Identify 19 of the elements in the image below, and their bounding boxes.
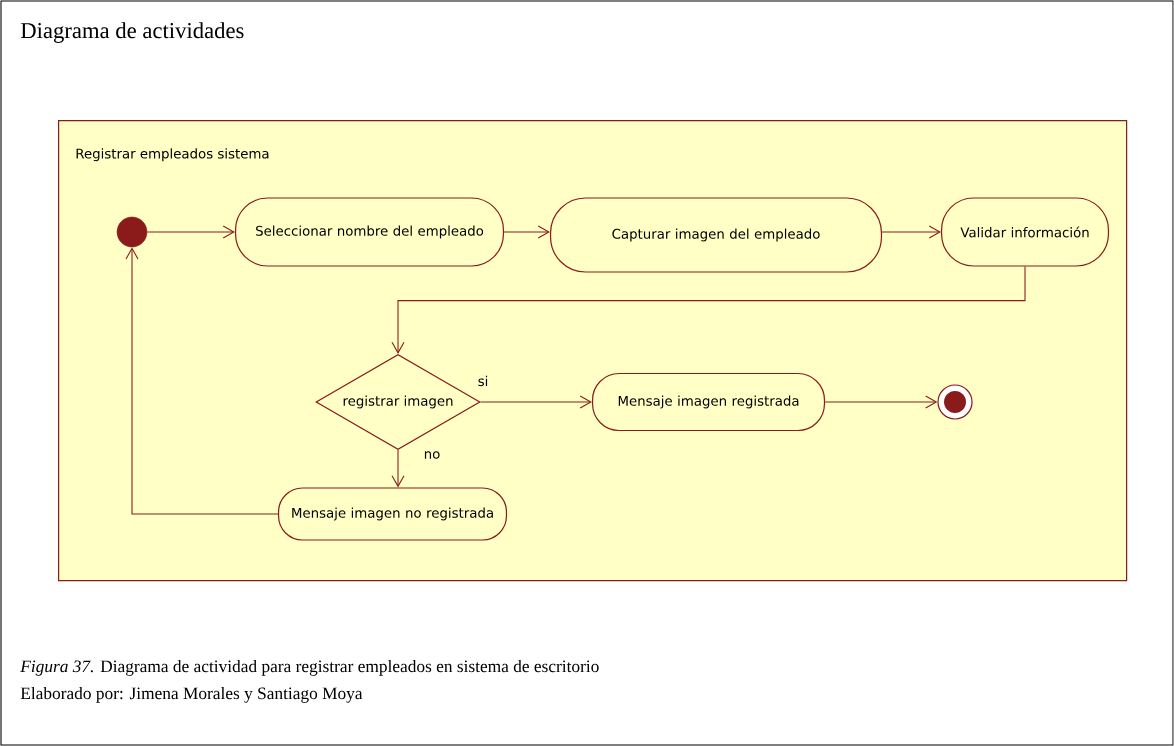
start-node (116, 216, 148, 248)
action-box: Validar información (940, 197, 1110, 267)
arrow (824, 395, 938, 409)
action-box: Capturar imagen del empleado (549, 197, 883, 273)
edge-label: no (422, 449, 442, 461)
action-box: Seleccionar nombre del empleado (234, 197, 505, 267)
arrow (391, 449, 405, 488)
caption: Figura 37. Diagrama de actividad para registrar empleados en sistema de escritorio (20, 660, 599, 676)
arrow (125, 247, 279, 515)
arrow (881, 225, 941, 239)
end-node (937, 384, 973, 420)
credit-note: Elaborado por: Jimena Morales y Santiago Moya (20, 687, 363, 703)
action-box: Mensaje imagen no registrada (277, 487, 508, 541)
arrow (480, 395, 592, 409)
arrow (391, 266, 1026, 354)
arrow (503, 225, 550, 239)
title: Diagrama de actividades (20, 22, 244, 43)
arrow (146, 225, 235, 239)
action-box: Mensaje imagen registrada (591, 372, 826, 432)
